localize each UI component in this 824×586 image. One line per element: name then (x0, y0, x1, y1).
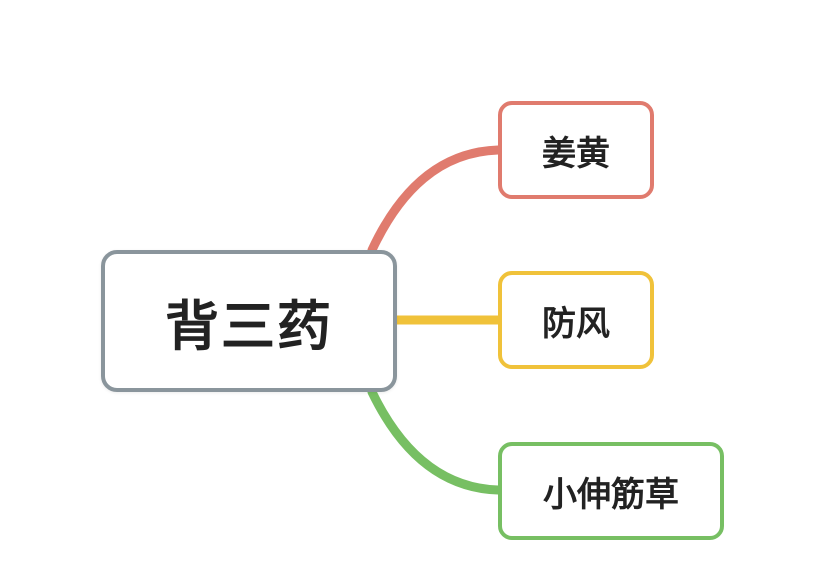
connector-to-child-1 (367, 145, 503, 255)
root-node-label: 背三药 (165, 294, 333, 358)
root-node[interactable]: 背三药 (101, 250, 397, 392)
child-node-label: 防风 (542, 303, 610, 344)
connector-to-child-3 (367, 387, 503, 495)
child-node-1[interactable]: 姜黄 (498, 101, 654, 199)
child-node-label: 小伸筋草 (543, 474, 679, 515)
child-node-2[interactable]: 防风 (498, 271, 654, 369)
child-node-label: 姜黄 (542, 133, 610, 174)
child-node-3[interactable]: 小伸筋草 (498, 442, 724, 540)
